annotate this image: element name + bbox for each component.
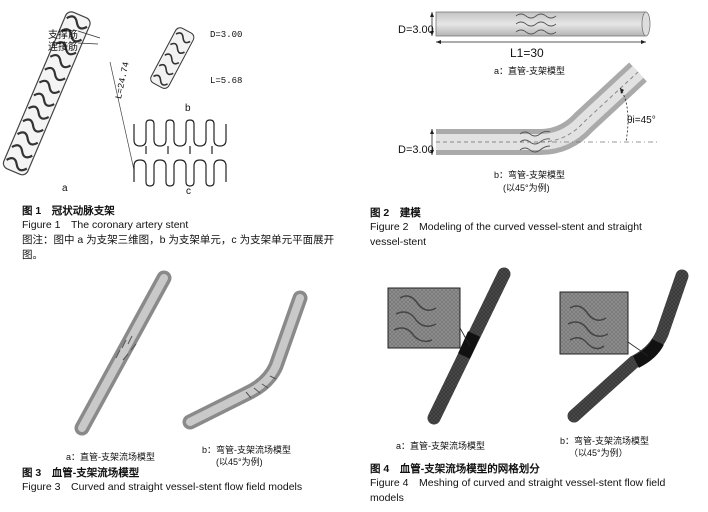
subfigure-2b-label: b：弯管-支架模型 xyxy=(494,170,566,180)
panel-label-c: c xyxy=(186,186,191,197)
unit-length-label: L=5.68 xyxy=(210,76,243,86)
subfigure-4a-label: a：直管-支架流场模型 xyxy=(396,441,486,451)
figure-2-caption-english: Figure 2 Modeling of the curved vessel-s… xyxy=(370,221,642,248)
annotation-link-strut: 连接筋 xyxy=(48,42,78,53)
stent-unit-illustration xyxy=(150,27,195,89)
annotation-leader-lines xyxy=(77,30,101,45)
figure-3-caption-title: 图 3 血管-支架流场模型 xyxy=(22,467,140,479)
subfigure-4b-label: b：弯管-支架流场模型 xyxy=(560,436,650,446)
subfigure-3b-note: (以45°为例) xyxy=(216,457,263,467)
straight-diameter-label: D=3.00 xyxy=(398,24,434,36)
figure-3-caption-english: Figure 3 Curved and straight vessel-sten… xyxy=(22,481,303,493)
bend-angle-label: θi=45° xyxy=(627,115,656,126)
straight-length-label: L1=30 xyxy=(510,46,544,60)
figure-1-caption-note: 图注：图中 a 为支架三维图，b 为支架单元，c 为支架单元平面展开图。 xyxy=(22,234,335,261)
stent-3d-illustration xyxy=(2,11,91,176)
annotation-support-strut: 支撑筋 xyxy=(48,30,78,41)
panel-label-b: b xyxy=(185,103,191,114)
mesh-model-illustration xyxy=(387,267,689,425)
subfigure-2b-note: (以45°为例) xyxy=(503,183,550,193)
figure-2-caption-title: 图 2 建模 xyxy=(370,207,421,219)
subfigure-4b-note: （以45°为例） xyxy=(569,448,628,458)
vessel-stent-model-diagram xyxy=(430,11,660,155)
subfigure-3a-label: a：直管-支架流场模型 xyxy=(66,452,156,462)
figure-4-caption-title: 图 4 血管-支架流场模型的网格划分 xyxy=(370,463,540,475)
subfigure-2a-label: a：直管-支架模型 xyxy=(494,66,566,76)
flow-field-model-illustration xyxy=(74,270,308,436)
length-dimension-line xyxy=(109,61,135,171)
curved-diameter-label: D=3.00 xyxy=(398,144,434,156)
stent-unit-flat-pattern xyxy=(133,119,227,187)
panel-label-a: a xyxy=(62,183,68,194)
subfigure-3b-label: b：弯管-支架流场模型 xyxy=(202,445,292,455)
diameter-label: D=3.00 xyxy=(210,30,243,40)
figure-1-caption-title: 图 1 冠状动脉支架 xyxy=(22,205,115,217)
figure-4-caption-english: Figure 4 Meshing of curved and straight … xyxy=(370,477,666,504)
figure-1-caption-english: Figure 1 The coronary artery stent xyxy=(22,219,189,231)
